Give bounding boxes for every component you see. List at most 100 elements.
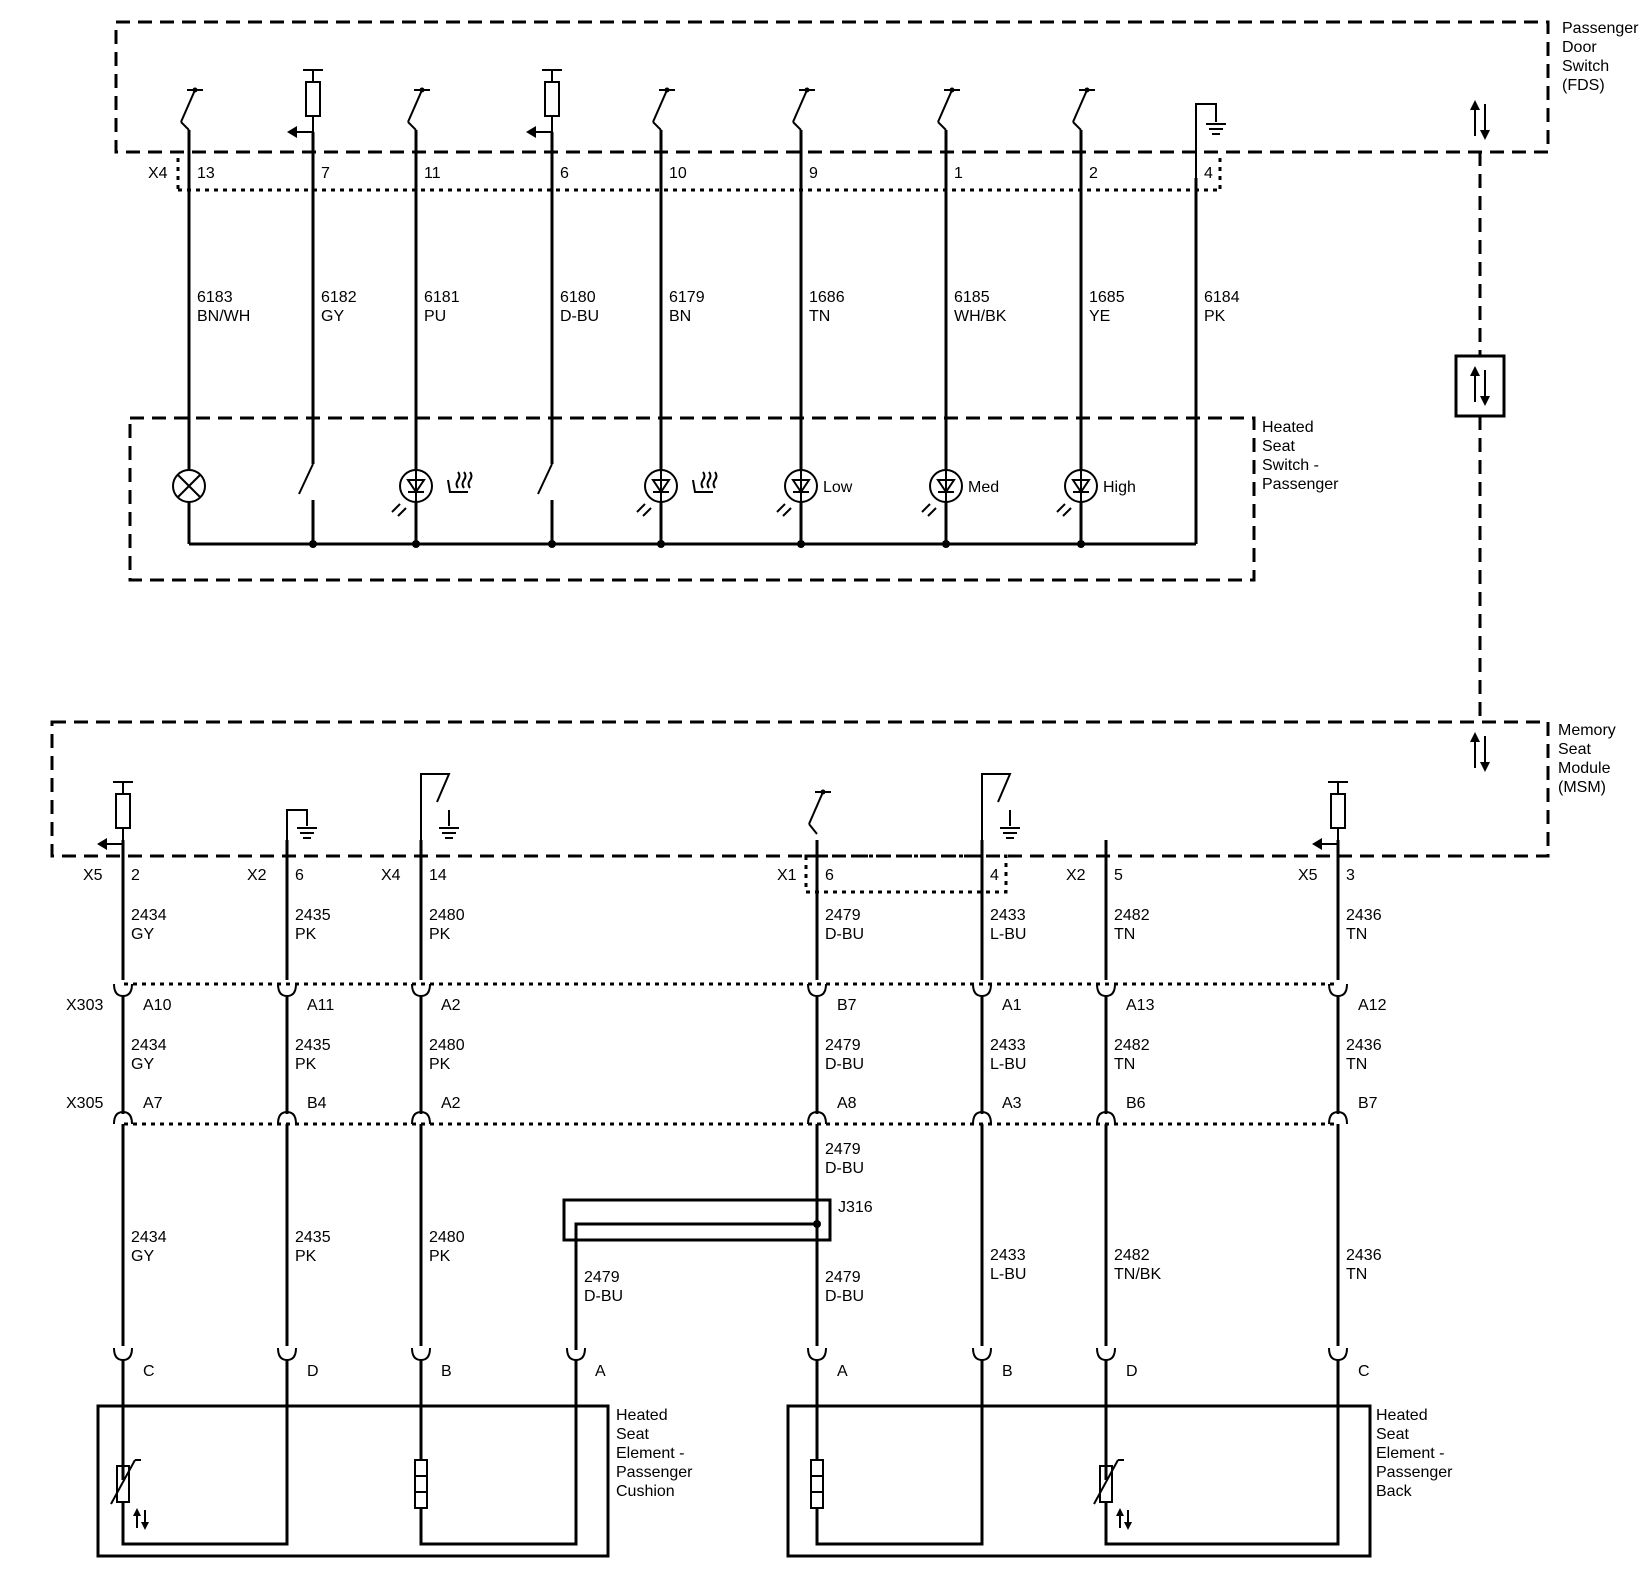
svg-text:Seat: Seat bbox=[1558, 741, 1591, 758]
heater-element-icon bbox=[414, 1459, 428, 1509]
msm-connector-label: X4 bbox=[381, 867, 401, 884]
led-indicator-icon bbox=[391, 469, 433, 517]
circuit-number: 2433 bbox=[990, 1247, 1026, 1264]
connector-terminal-icon bbox=[277, 1347, 297, 1361]
svg-text:Seat: Seat bbox=[1376, 1426, 1409, 1443]
msm-connector-label: X2 bbox=[1066, 867, 1086, 884]
connector-terminal-icon bbox=[113, 1347, 133, 1361]
cushion-element-box bbox=[96, 1404, 610, 1558]
connector-terminal-icon bbox=[113, 983, 133, 997]
svg-text:(MSM): (MSM) bbox=[1558, 779, 1606, 796]
svg-text:Memory: Memory bbox=[1558, 722, 1616, 739]
circuit-number: 2435 bbox=[295, 1037, 331, 1054]
svg-text:Heated: Heated bbox=[1262, 419, 1314, 436]
wire-color: D-BU bbox=[825, 926, 864, 943]
svg-text:Back: Back bbox=[1376, 1483, 1413, 1500]
connector-terminal-icon bbox=[1096, 1347, 1116, 1361]
switch-contact-icon bbox=[420, 773, 451, 872]
circuit-number: 2479 bbox=[825, 1037, 861, 1054]
msm-connector-label: X2 bbox=[247, 867, 267, 884]
bidirectional-arrow-icon bbox=[1469, 731, 1491, 773]
splice-j316-box bbox=[562, 1198, 832, 1242]
connector-terminal-icon bbox=[807, 1347, 827, 1361]
element-terminal-label: B bbox=[1002, 1363, 1013, 1380]
switch-contact-icon bbox=[180, 86, 204, 123]
switch-contact-icon bbox=[652, 86, 676, 123]
msm-pin-label: 3 bbox=[1346, 867, 1355, 884]
wire-color: PK bbox=[429, 926, 451, 943]
fds-pin-label: 11 bbox=[424, 165, 441, 182]
wire-color: PU bbox=[424, 308, 446, 325]
element-terminal-label: B bbox=[441, 1363, 452, 1380]
msm-connector-label: X1 bbox=[777, 867, 797, 884]
wire-color: D-BU bbox=[825, 1288, 864, 1305]
connector-terminal-icon bbox=[807, 983, 827, 997]
circuit-number: 2435 bbox=[295, 1229, 331, 1246]
fds-label-line: Switch bbox=[1562, 58, 1609, 75]
wire-color: BN bbox=[669, 308, 691, 325]
fds-connector-label: X4 bbox=[148, 165, 168, 182]
back-element-box bbox=[786, 1404, 1372, 1558]
element-terminal-label: C bbox=[143, 1363, 155, 1380]
msm-connector-label: X5 bbox=[83, 867, 103, 884]
element-terminal-label: C bbox=[1358, 1363, 1370, 1380]
circuit-number: 2479 bbox=[825, 1269, 861, 1286]
fds-label-line: Door bbox=[1562, 39, 1597, 56]
circuit-number: 2436 bbox=[1346, 1247, 1382, 1264]
x305-pin-label: A3 bbox=[1002, 1095, 1022, 1112]
connector-terminal-icon bbox=[411, 983, 431, 997]
element-terminal-label: D bbox=[307, 1363, 319, 1380]
wire-color: TN bbox=[1346, 1266, 1367, 1283]
ground-icon bbox=[1205, 123, 1227, 135]
wire-color: GY bbox=[131, 926, 154, 943]
connector-terminal-icon bbox=[277, 983, 297, 997]
wire-color: L-BU bbox=[990, 1056, 1026, 1073]
wire-color: D-BU bbox=[560, 308, 599, 325]
circuit-number: 2433 bbox=[990, 907, 1026, 924]
circuit-number: 2434 bbox=[131, 907, 167, 924]
fds-label-line: Passenger bbox=[1562, 20, 1639, 37]
msm-module-label: Memory Seat Module (MSM) bbox=[1558, 722, 1616, 796]
msm-connector-label: X5 bbox=[1298, 867, 1318, 884]
connector-terminal-icon bbox=[1096, 983, 1116, 997]
splice-branch-wire bbox=[574, 1222, 817, 1350]
connector-terminal-icon bbox=[1328, 983, 1348, 997]
fds-pin-label: 10 bbox=[669, 165, 687, 182]
switch-contact-icon bbox=[937, 86, 961, 123]
x303-label: X303 bbox=[66, 997, 103, 1014]
heated-seat-switch-box bbox=[128, 416, 1256, 582]
wire-color: PK bbox=[429, 1056, 451, 1073]
wire-color: TN bbox=[809, 308, 830, 325]
heat-level-label: High bbox=[1103, 479, 1136, 496]
wire-color: WH/BK bbox=[954, 308, 1007, 325]
circuit-number: 2434 bbox=[131, 1037, 167, 1054]
wire-color: TN bbox=[1346, 1056, 1367, 1073]
msm-pin-label: 14 bbox=[429, 867, 447, 884]
circuit-number: 6180 bbox=[560, 289, 596, 306]
x303-pin-label: A13 bbox=[1126, 997, 1155, 1014]
circuit-number: 2482 bbox=[1114, 1037, 1150, 1054]
circuit-number: 1685 bbox=[1089, 289, 1125, 306]
fds-label-line: (FDS) bbox=[1562, 77, 1605, 94]
led-indicator-icon bbox=[776, 469, 818, 517]
fds-module-label: Passenger Door Switch (FDS) bbox=[1562, 20, 1639, 94]
wire-color: TN/BK bbox=[1114, 1266, 1161, 1283]
circuit-number: 6182 bbox=[321, 289, 357, 306]
heat-level-label: Med bbox=[968, 479, 999, 496]
heated-seat-pictogram-icon bbox=[447, 471, 473, 493]
serial-data-junction bbox=[1454, 354, 1506, 418]
msm-pin-label: 2 bbox=[131, 867, 140, 884]
x305-pin-label: A7 bbox=[143, 1095, 163, 1112]
circuit-number: 2434 bbox=[131, 1229, 167, 1246]
x305-pin-label: B6 bbox=[1126, 1095, 1146, 1112]
wire-color: PK bbox=[429, 1248, 451, 1265]
element-terminal-label: D bbox=[1126, 1363, 1138, 1380]
back-element-label: Heated Seat Element - Passenger Back bbox=[1376, 1407, 1453, 1500]
svg-text:Element -: Element - bbox=[616, 1445, 684, 1462]
connector-terminal-icon bbox=[972, 1347, 992, 1361]
wire-color: PK bbox=[295, 1056, 317, 1073]
